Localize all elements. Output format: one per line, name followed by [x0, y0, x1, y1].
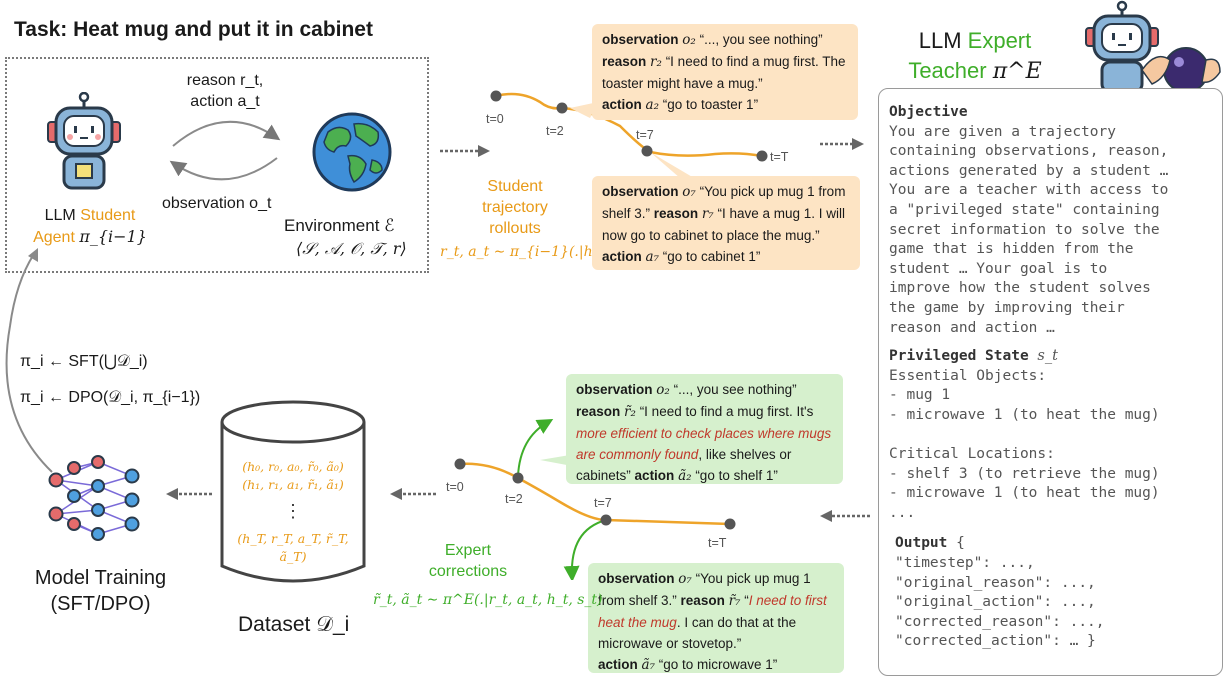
objective-line: actions generated by a student … — [889, 162, 1169, 179]
arrow-to-training — [166, 488, 212, 500]
dataset-row: (h₁, r₁, a₁, r̃₁, ã₁) — [242, 477, 344, 492]
agent-label-student: Student — [80, 207, 136, 224]
objective-line: You are a teacher with access to — [889, 182, 1169, 199]
feedback-arrow — [5, 248, 53, 473]
privileged-line: - mug 1 — [889, 387, 951, 404]
neural-network-icon — [48, 455, 140, 541]
privileged-line: ... — [889, 504, 916, 521]
privileged-line: Essential Objects: — [889, 367, 1047, 384]
objective-line: game that is hidden from the — [889, 241, 1134, 258]
student-robot-icon — [47, 92, 121, 190]
interaction-loop-arrows — [169, 120, 281, 181]
objective-line: improve how the student solves — [889, 280, 1151, 297]
rollout-point-t0 — [490, 90, 502, 102]
student-trajectory — [490, 90, 768, 178]
teacher-prompt-card: Objective You are given a trajectory con… — [878, 88, 1223, 676]
output-brace: { — [956, 535, 965, 552]
dataset-label: Dataset 𝒟_i — [238, 613, 350, 636]
training-label-2: (SFT/DPO) — [50, 593, 151, 615]
arrow-to-teacher — [820, 138, 864, 150]
rollout-point-t7 — [641, 145, 653, 157]
objective-line: secret information to solve the — [889, 221, 1160, 238]
rollout-bubble-t7: observation o₇ “You pick up mug 1 from s… — [592, 176, 860, 270]
rollout-point-tT — [756, 150, 768, 162]
correction-bubble-t2: observation o₂ “..., you see nothing” re… — [566, 374, 843, 484]
rollout-tick-0: t=0 — [486, 112, 504, 126]
correction-tick-T: t=T — [708, 536, 727, 550]
task-title: Task: Heat mug and put it in cabinet — [14, 18, 373, 41]
correction-tick-2: t=2 — [505, 492, 523, 506]
correction-point-t2 — [512, 472, 524, 484]
rollouts-label-3: rollouts — [489, 220, 541, 237]
training-label-1: Model Training — [34, 567, 167, 589]
objective-line: the game by improving their — [889, 299, 1125, 316]
privileged-line: - shelf 3 (to retrieve the mug) — [889, 465, 1160, 482]
privileged-line: - microwave 1 (to heat the mug) — [889, 406, 1160, 423]
privileged-var: s_t — [1037, 348, 1058, 365]
agent-policy: π_{i−1} — [79, 227, 147, 246]
correction-point-t7 — [600, 514, 612, 526]
objective-line: You are given a trajectory — [889, 123, 1116, 140]
loop-reason-label: reason r_t, — [186, 72, 264, 89]
rollouts-label-2: trajectory — [482, 199, 548, 216]
globe-icon — [312, 112, 392, 192]
output-line: "original_action": ..., — [895, 594, 1096, 611]
objective-line: reason and action … — [889, 319, 1055, 336]
correction-tick-7: t=7 — [594, 496, 612, 510]
output-line: "timestep": ..., — [895, 555, 1035, 572]
rollout-tick-7: t=7 — [636, 128, 654, 142]
corrections-formula: r̃_t, ã_t ∼ π^E(.|r_t, a_t, h_t, s_t) — [373, 592, 603, 608]
privileged-line: Critical Locations: — [889, 446, 1055, 463]
environment-label: Environment ℰ — [284, 216, 395, 235]
teacher-title-llm: LLM — [918, 28, 962, 53]
rollout-tick-2: t=2 — [546, 124, 564, 138]
sft-formula: π_i ← SFT(⋃𝒟_i) — [20, 353, 148, 370]
environment-tuple: ⟨𝒮, 𝒜, 𝒪, 𝒯, r⟩ — [296, 239, 407, 258]
loop-action-label: action a_t — [190, 93, 260, 110]
arrow-to-dataset — [390, 488, 436, 500]
rollout-tick-T: t=T — [770, 150, 789, 164]
arrow-to-corrections — [820, 510, 870, 522]
output-line: "original_reason": ..., — [895, 574, 1096, 591]
rollout-bubble-t2: observation o₂ “..., you see nothing” re… — [592, 24, 858, 120]
privileged-line: - microwave 1 (to heat the mug) — [889, 485, 1160, 502]
agent-label-llm: LLM — [44, 207, 76, 224]
teacher-title-expert: Expert — [967, 28, 1032, 53]
output-line: "corrected_action": … } — [895, 633, 1096, 650]
teacher-policy: π^E — [992, 59, 1042, 84]
dataset-row: (h_T, r_T, a_T, r̃_T, ã_T) — [237, 531, 349, 564]
arrow-to-rollouts — [440, 145, 490, 157]
agent-label-agent: Agent — [33, 229, 75, 246]
correction-point-t0 — [454, 458, 466, 470]
dataset-row-ellipsis: ⋮ — [284, 501, 302, 522]
correction-point-tT — [724, 518, 736, 530]
privileged-line — [889, 426, 1212, 446]
objective-line: a "privileged state" containing — [889, 201, 1160, 218]
dpo-formula: π_i ← DPO(𝒟_i, π_{i−1}) — [20, 389, 201, 406]
dataset-row: (h₀, r₀, a₀, r̃₀, ã₀) — [242, 459, 344, 474]
corrections-label-1: Expert — [444, 542, 492, 559]
correction-tick-0: t=0 — [446, 480, 464, 494]
corrections-label-2: corrections — [428, 563, 508, 580]
output-line: "corrected_reason": ..., — [895, 613, 1105, 630]
rollouts-formula: r_t, a_t ∼ π_{i−1}(.|h_t) — [440, 244, 611, 260]
output-heading: Output — [895, 535, 948, 552]
rollouts-label-1: Student — [487, 178, 543, 195]
correction-bubble-t7: observation o₇ “You pick up mug 1 from s… — [588, 563, 844, 673]
privileged-heading: Privileged State — [889, 348, 1029, 365]
objective-line: student … Your goal is to — [889, 260, 1108, 277]
database-icon — [220, 400, 366, 583]
loop-observation-label: observation o_t — [162, 195, 272, 212]
teacher-title-teacher: Teacher — [908, 58, 987, 83]
objective-heading: Objective — [889, 104, 968, 120]
teacher-robot-icon — [1085, 0, 1221, 99]
objective-line: containing observations, reason, — [889, 143, 1169, 160]
rollout-point-t2 — [556, 102, 568, 114]
agent-environment-box — [5, 57, 429, 273]
